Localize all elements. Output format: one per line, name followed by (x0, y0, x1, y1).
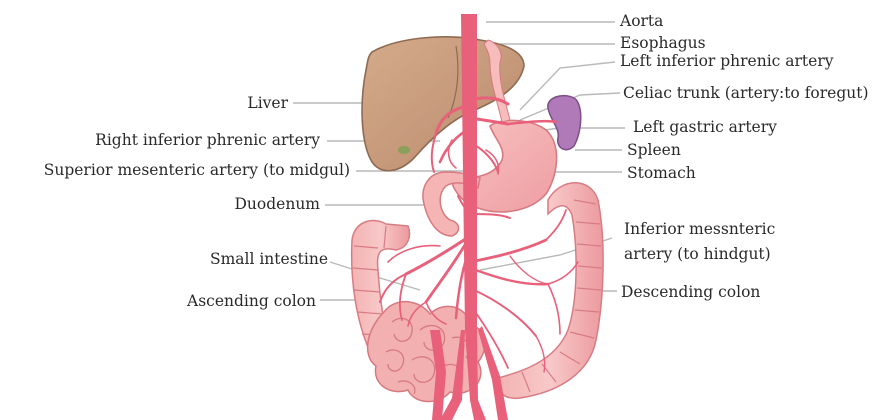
label-inferior-mesenteric-artery-line1: Inferior messnteric (624, 220, 775, 238)
label-superior-mesenteric-artery: Superior mesenteric artery (to midgul) (4, 161, 350, 179)
label-descending-colon: Descending colon (621, 283, 760, 301)
label-left-gastric-artery: Left gastric artery (633, 118, 777, 136)
label-duodenum: Duodenum (150, 195, 320, 213)
label-small-intestine: Small intestine (150, 250, 328, 268)
label-liver: Liver (160, 94, 288, 112)
label-stomach: Stomach (627, 164, 696, 182)
label-inferior-mesenteric-artery-line2: artery (to hindgut) (624, 245, 771, 263)
label-left-inferior-phrenic-artery: Left inferior phrenic artery (620, 52, 834, 70)
label-ascending-colon: Ascending colon (130, 292, 316, 310)
label-celiac-trunk: Celiac trunk (artery:to foregut) (623, 84, 869, 102)
label-right-inferior-phrenic-artery: Right inferior phrenic artery (20, 131, 320, 149)
label-aorta: Aorta (620, 12, 663, 30)
label-esophagus: Esophagus (620, 34, 706, 52)
label-spleen: Spleen (627, 141, 681, 159)
